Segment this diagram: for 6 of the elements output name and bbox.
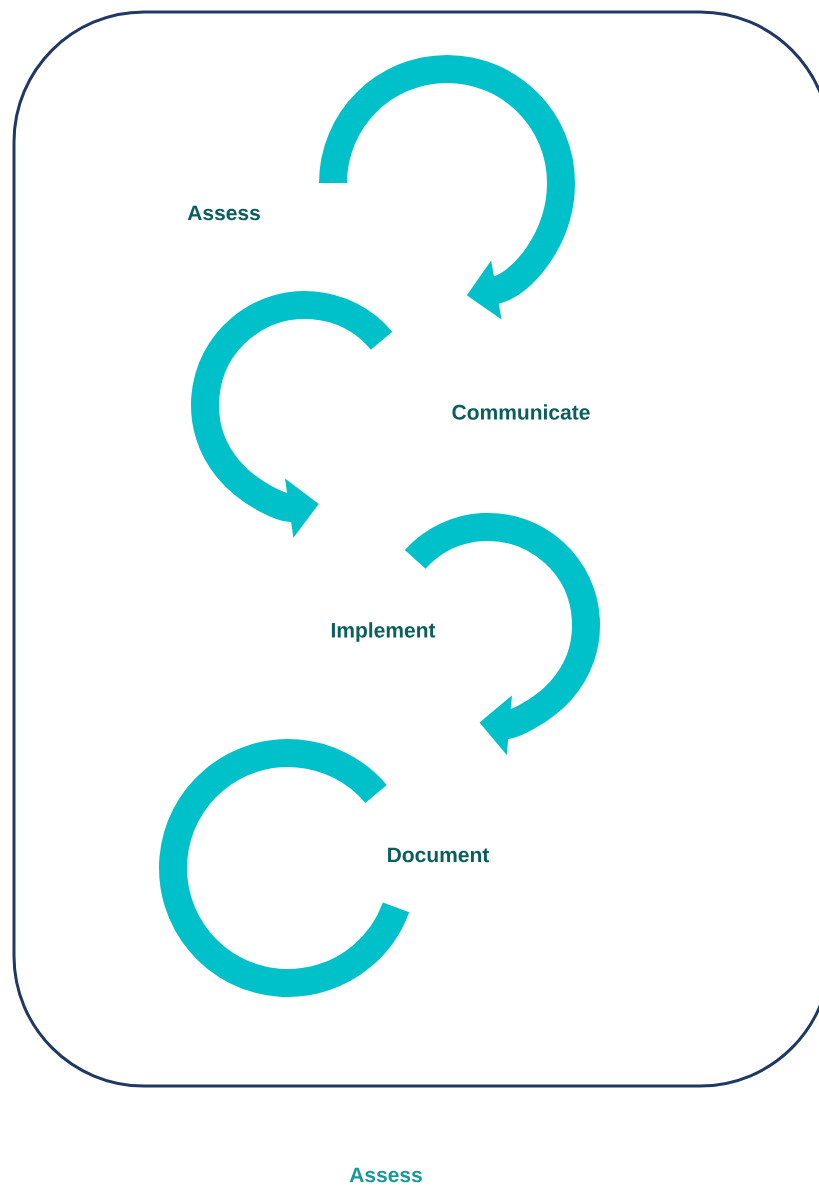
caption-label: Assess xyxy=(349,1167,422,1183)
frame-box xyxy=(12,10,819,1088)
step-label: Communicate xyxy=(452,404,590,420)
step-label: Assess xyxy=(187,205,260,221)
step-label: Document xyxy=(388,847,490,863)
step-label: Implement xyxy=(331,622,436,642)
